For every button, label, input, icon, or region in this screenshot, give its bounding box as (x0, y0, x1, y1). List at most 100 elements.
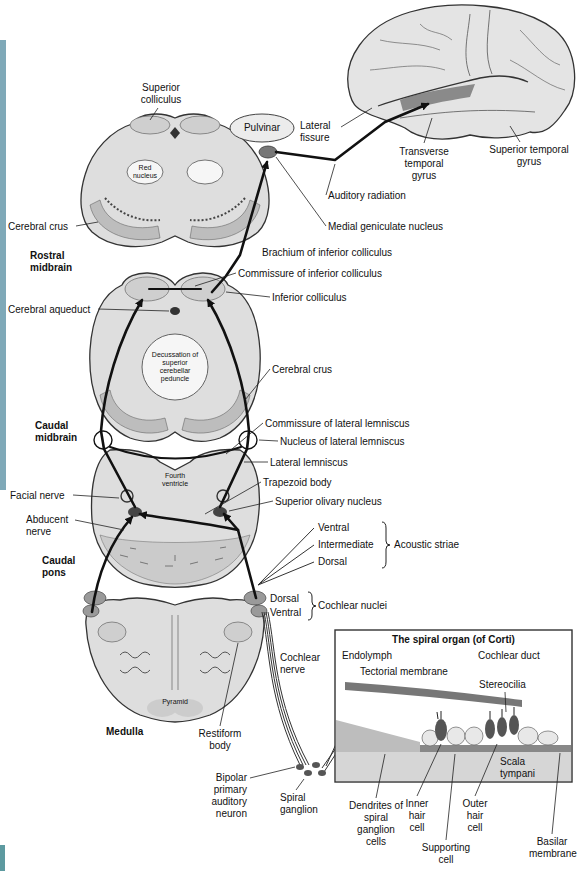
medulla-section (86, 598, 264, 722)
structure-label: Cerebral crus (8, 221, 76, 233)
structure-label: Inferior colliculus (272, 292, 372, 304)
structure-label: Superior olivary nucleus (275, 496, 415, 508)
structure-label: Cerebral crus (272, 364, 352, 376)
bracket (382, 522, 390, 568)
structure-label: Superior colliculus (132, 82, 190, 106)
brain-illustration (378, 76, 528, 106)
leader-line (552, 753, 560, 834)
brainstem-section: Caudal midbrainDecussation of superior c… (8, 266, 274, 448)
organ-of-corti-inset (509, 715, 519, 735)
brain-illustration (420, 24, 452, 40)
structure-label: Decussation of superior cerebellar pedun… (151, 351, 199, 383)
brain-illustration (510, 60, 565, 90)
structure-label: Lateral lemniscus (270, 457, 370, 469)
cochlear-nerve-fibres (268, 612, 309, 765)
structure-label: Outer hair cell (458, 798, 492, 834)
structure-label: Dorsal (270, 593, 306, 605)
organ-of-corti-inset (435, 719, 447, 741)
leader-line (226, 292, 270, 297)
organ-of-corti-inset (465, 727, 483, 745)
leader-line (296, 779, 304, 790)
structure-label: Basilar membrane (529, 836, 575, 860)
spiral-ganglion-cells (296, 762, 326, 776)
rostral-midbrain-section (90, 200, 160, 240)
structure-label: Acoustic striae (394, 539, 494, 551)
leader-line (424, 118, 432, 143)
structure-label: Pyramid (155, 698, 195, 706)
brain-illustration (520, 30, 560, 65)
brainstem-section: MedullaPyramid (80, 590, 270, 740)
structure-label: Trapezoid body (263, 477, 363, 489)
structure-label: Bipolar primary auditory neuron (185, 772, 247, 820)
leader-line (446, 754, 455, 840)
organ-of-corti-inset (335, 630, 572, 782)
brainstem-section: Rostral midbrainRed nucleus (8, 108, 292, 278)
structure-label: Facial nerve (10, 490, 73, 502)
cochlear-nerve-fibres (258, 528, 314, 585)
section-heading: The spiral organ (of Corti) (335, 634, 572, 646)
leader-line (417, 744, 441, 796)
structure-label: Abducent nerve (26, 514, 76, 538)
structure-label: Fourth ventricle (155, 472, 195, 488)
leader-line (98, 309, 169, 311)
structure-label: Commissure of inferior colliculus (238, 268, 418, 280)
leader-line (475, 744, 497, 796)
structure-label: Cerebral aqueduct (8, 304, 98, 316)
cochlear-nerve-fibres (258, 562, 314, 585)
rostral-midbrain-section (105, 198, 160, 220)
leader-line (75, 520, 124, 530)
organ-of-corti-inset (335, 630, 572, 782)
spiral-ganglion-cells (312, 762, 320, 768)
section-heading: Rostral midbrain (30, 250, 92, 274)
leader-line (195, 273, 236, 286)
leader-line (76, 222, 98, 226)
structure-label: Cochlear nerve (280, 652, 326, 676)
structure-label: Tectorial membrane (360, 666, 470, 678)
auditory-pathway (149, 288, 201, 290)
inset-panel: The spiral organ (of Corti)Cochlear duct… (335, 630, 574, 782)
caudal-pons-section (100, 535, 250, 584)
organ-of-corti-inset (485, 719, 495, 739)
leader-line (341, 108, 372, 127)
brain-illustration (466, 14, 470, 76)
rostral-midbrain-section (170, 127, 180, 139)
organ-of-corti-inset (518, 727, 538, 745)
leader-line (220, 643, 238, 726)
auditory-pathway (101, 300, 142, 507)
rostral-midbrain-section (127, 160, 163, 184)
caudal-midbrain-section (142, 334, 208, 400)
caudal-midbrain-section (182, 390, 250, 433)
structure-label: Pulvinar (242, 122, 282, 134)
leader-line (73, 108, 560, 840)
leader-line (276, 157, 326, 226)
auditory-pathway (208, 300, 249, 507)
structure-label: Lateral fissure (300, 120, 342, 144)
structure-label: Cochlear nuclei (318, 600, 408, 612)
medulla-section (98, 622, 126, 642)
structure-label: Inner hair cell (400, 798, 434, 834)
structure-label: Medial geniculate nucleus (328, 221, 468, 233)
leader-line (376, 754, 385, 798)
structure-label: Intermediate (318, 539, 380, 551)
structure-label: Superior temporal gyrus (488, 144, 570, 168)
leader-line (510, 126, 520, 142)
brain-illustration (487, 10, 492, 74)
medulla-section (172, 615, 178, 690)
slide-edge-bar (0, 40, 6, 871)
rostral-midbrain-section (190, 198, 245, 220)
cochlear-nerve-fibres (258, 545, 314, 585)
structure-label: Stereocilia (479, 679, 539, 691)
organ-of-corti-inset (538, 731, 558, 745)
caudal-midbrain-section (100, 390, 168, 433)
brain-illustration (400, 84, 475, 111)
rostral-midbrain-section (230, 114, 294, 142)
spiral-ganglion-cells (296, 764, 304, 770)
leader-line (73, 495, 119, 498)
structure-label: Restiform body (195, 728, 245, 752)
brain-illustration (348, 5, 575, 139)
leader-line (505, 692, 506, 712)
structure-label: Scala tympani (500, 756, 548, 780)
slide-edge-bar (0, 845, 5, 871)
